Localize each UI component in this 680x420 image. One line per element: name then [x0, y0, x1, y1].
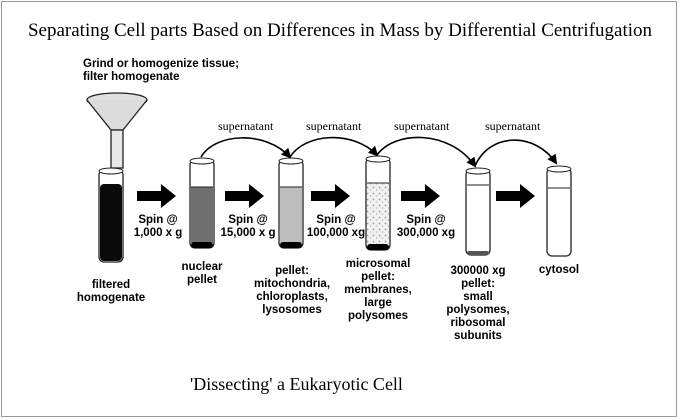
supernatant-label-3: supernatant [394, 119, 450, 133]
spin-label-3: Spin @ 100,000 xg [306, 214, 366, 239]
intro-instruction: Grind or homogenize tissue; filter homog… [83, 58, 239, 83]
supernatant-label-2: supernatant [306, 119, 362, 133]
diagram-footer: 'Dissecting' a Eukaryotic Cell [190, 374, 403, 394]
tube-nuclear-pellet [189, 157, 215, 249]
supernatant-label-1: supernatant [218, 119, 274, 133]
tube-label-cytosol: cytosol [538, 264, 580, 276]
tube-label-ribosome-pellet: 300000 xg pellet: small polysomes, ribos… [446, 265, 510, 342]
spin-label-4: Spin @ 300,000 xg [396, 214, 456, 239]
spin-label-1: Spin @ 1,000 x g [133, 214, 183, 239]
supernatant-arrow-3 [376, 136, 477, 168]
supernatant-arrow-4 [474, 139, 558, 167]
funnel-icon [86, 92, 148, 169]
tube-label-mitochondria-pellet: pellet: mitochondria, chloroplasts, lyso… [253, 265, 331, 316]
tube-label-filtered-homogenate: filtered homogenate [76, 279, 146, 304]
tube-label-microsomal-pellet: microsomal pellet: membranes, large poly… [344, 258, 412, 322]
spin-arrow-1 [137, 184, 176, 208]
supernatant-arrow-2 [289, 136, 379, 158]
tube-ribosome-pellet [465, 167, 491, 256]
tube-mitochondria-pellet [278, 157, 304, 249]
spin-arrow-5 [496, 184, 535, 208]
supernatant-label-4: supernatant [485, 119, 541, 133]
spin-arrows [137, 184, 535, 208]
supernatant-arrows [200, 136, 558, 168]
spin-label-2: Spin @ 15,000 x g [220, 214, 276, 239]
supernatant-arrow-1 [200, 137, 292, 159]
tube-label-nuclear-pellet: nuclear pellet [181, 261, 223, 286]
tube-microsomal-pellet [365, 155, 391, 251]
spin-arrow-4 [401, 184, 440, 208]
diagram-title: Separating Cell parts Based on Differenc… [27, 20, 653, 41]
tube-filtered-homogenate [98, 167, 124, 263]
spin-arrow-3 [311, 184, 350, 208]
tube-cytosol [546, 165, 572, 257]
spin-arrow-2 [225, 184, 264, 208]
